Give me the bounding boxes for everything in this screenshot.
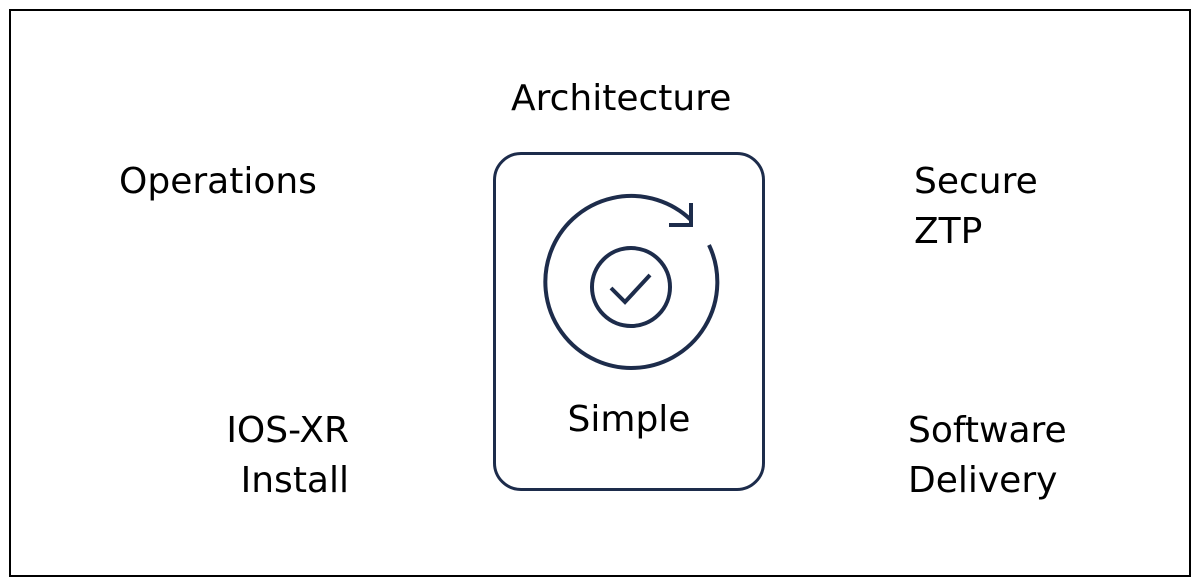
operations-label: Operations [119, 161, 317, 202]
secure-ztp-line-1: Secure [914, 161, 1038, 202]
secure-ztp-label: Secure ZTP [914, 157, 1038, 257]
ios-xr-install-line-2: Install [240, 460, 349, 501]
refresh-check-icon [543, 194, 720, 370]
software-delivery-line-2: Delivery [908, 460, 1058, 501]
architecture-label: Architecture [511, 78, 732, 119]
ios-xr-install-label: IOS-XR Install [226, 406, 349, 506]
simple-label: Simple [567, 399, 691, 440]
secure-ztp-line-2: ZTP [914, 211, 983, 252]
software-delivery-line-1: Software [908, 410, 1067, 451]
diagram-frame [9, 9, 1191, 577]
simple-card: Simple [493, 152, 765, 491]
ios-xr-install-line-1: IOS-XR [226, 410, 349, 451]
software-delivery-label: Software Delivery [908, 406, 1067, 506]
